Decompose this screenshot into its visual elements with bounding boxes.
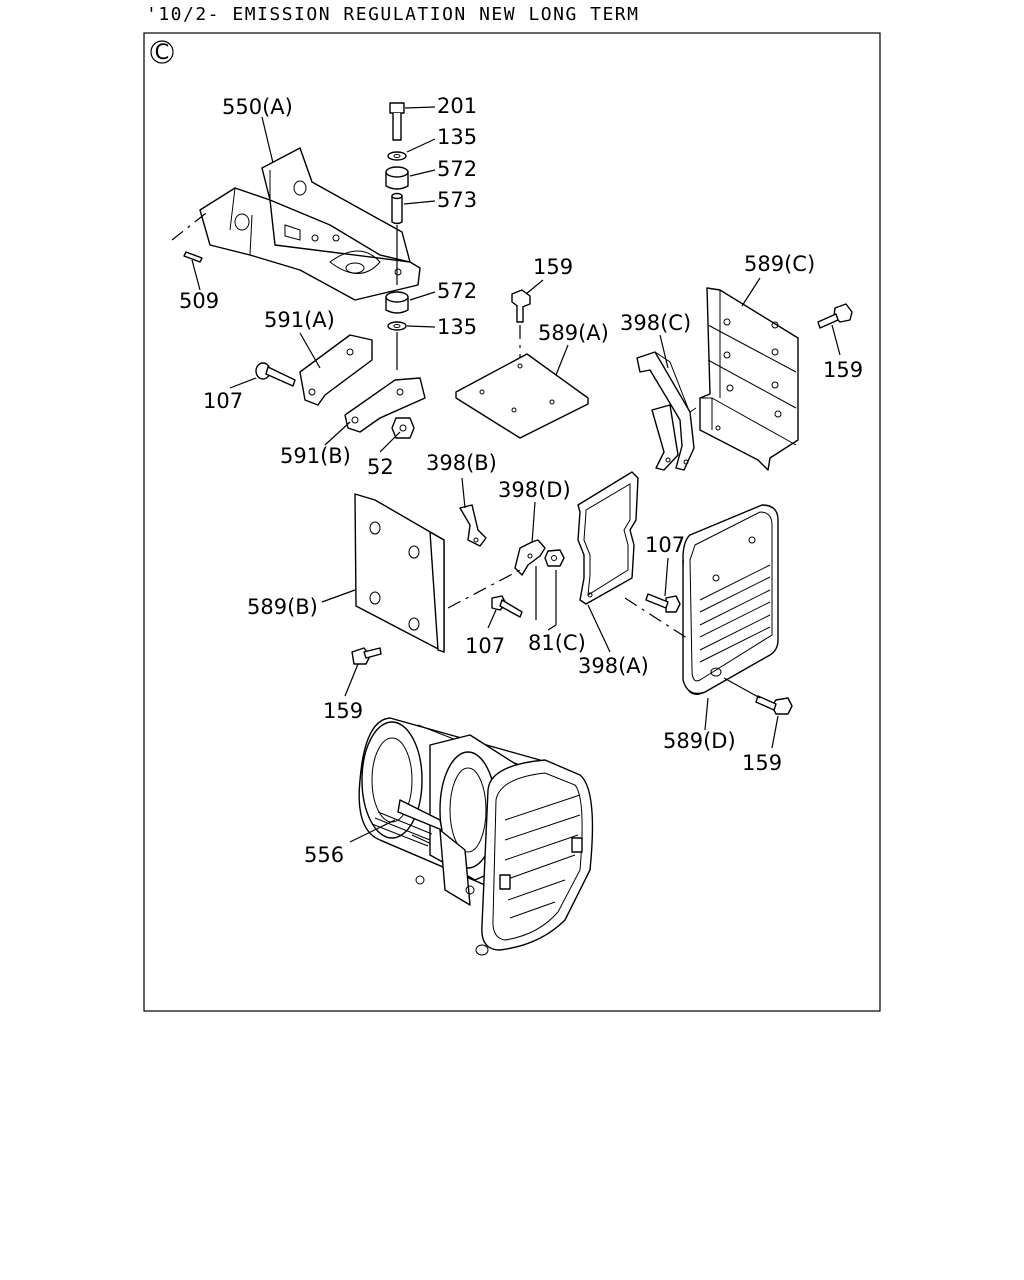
part-81c-nut [544, 549, 565, 567]
part-107-bolt-c [645, 593, 681, 613]
label-107-left: 107 [203, 389, 243, 413]
label-135-bottom: 135 [437, 315, 477, 339]
part-589b-plate [354, 493, 445, 653]
label-398a: 398(A) [578, 654, 649, 678]
part-556-dpf-assembly [358, 717, 594, 956]
label-398b: 398(B) [426, 451, 497, 475]
part-398a-frame [577, 471, 639, 605]
part-398c-bracket [636, 351, 697, 471]
diagram-frame [143, 32, 881, 1012]
label-107-middle: 107 [465, 634, 505, 658]
part-159-bolt-bottom [755, 695, 793, 715]
label-159-bottom: 159 [742, 751, 782, 775]
part-550a-bracket [199, 147, 421, 301]
label-52: 52 [367, 455, 394, 479]
label-81c: 81(C) [528, 631, 586, 655]
label-159-top: 159 [533, 255, 573, 279]
label-589d: 589(D) [663, 729, 736, 753]
label-589b: 589(B) [247, 595, 318, 619]
label-591a: 591(A) [264, 308, 335, 332]
part-398d-bracket [514, 539, 546, 576]
leader-lines [191, 106, 841, 843]
label-159-right: 159 [823, 358, 863, 382]
label-572-top: 572 [437, 157, 477, 181]
label-107-right: 107 [645, 533, 685, 557]
label-135-top: 135 [437, 125, 477, 149]
copyright-mark: C [150, 40, 174, 64]
label-398d: 398(D) [498, 478, 571, 502]
part-572-rubber-bottom [385, 291, 409, 314]
part-159-bolt-top [511, 289, 531, 362]
label-398c: 398(C) [620, 311, 691, 335]
label-556: 556 [304, 843, 344, 867]
part-201-bolt [389, 102, 405, 141]
part-589c-shield [699, 287, 799, 471]
part-107-bolt-b [491, 595, 523, 618]
part-509-pin [171, 209, 211, 263]
part-589a-plate [455, 353, 589, 439]
part-573-collar [391, 192, 403, 225]
svg-text:C: C [155, 40, 170, 64]
label-591b: 591(B) [280, 444, 351, 468]
label-572-bottom: 572 [437, 279, 477, 303]
part-589d-cover [682, 504, 779, 695]
part-159-bolt-right [817, 303, 853, 329]
label-550a: 550(A) [222, 95, 293, 119]
part-135-washer-top [387, 151, 407, 161]
part-591a-bracket [299, 334, 373, 406]
part-135-washer-bottom [387, 321, 407, 331]
page-title: '10/2- EMISSION REGULATION NEW LONG TERM [146, 4, 640, 25]
part-572-rubber-top [385, 166, 409, 190]
label-159-left: 159 [323, 699, 363, 723]
part-398b-bracket [459, 504, 487, 547]
part-159-bolt-left [351, 647, 382, 665]
label-509: 509 [179, 289, 219, 313]
label-589a: 589(A) [538, 321, 609, 345]
label-201: 201 [437, 94, 477, 118]
part-591b-bracket [344, 377, 426, 433]
label-589c: 589(C) [744, 252, 815, 276]
part-52-nut [391, 417, 415, 439]
label-573: 573 [437, 188, 477, 212]
part-107-bolt-a [255, 362, 296, 387]
